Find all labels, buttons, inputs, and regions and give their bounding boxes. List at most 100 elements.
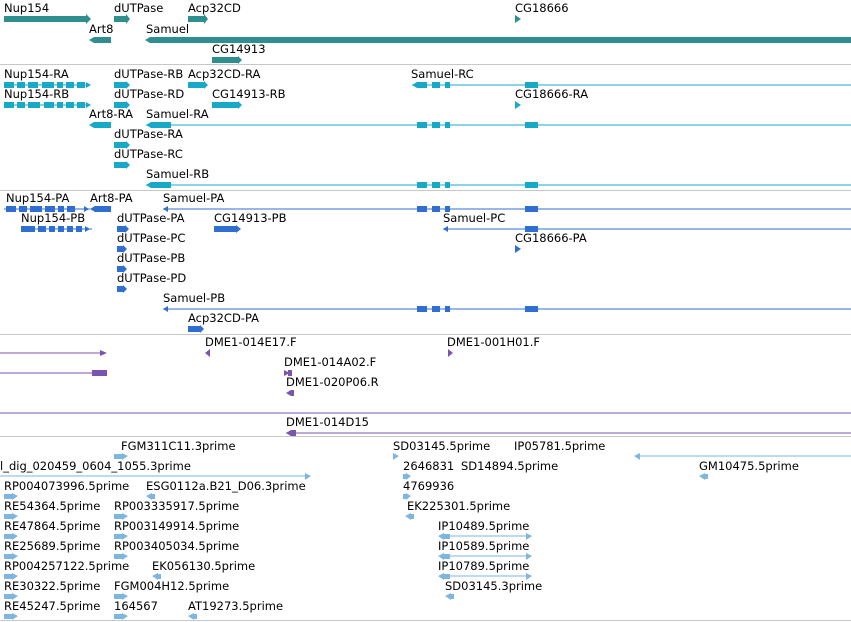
read-label-ip05781: IP05781.5prime — [514, 439, 606, 453]
transcript-label-dutpase-rc: dUTPase-RC — [114, 147, 183, 161]
protein-label-dutpase-pc: dUTPase-PC — [117, 231, 186, 245]
read-feature-164567[interactable] — [114, 613, 128, 620]
protein-feature-samuel-pc[interactable] — [443, 226, 851, 232]
transcript-feature-samuel-ra[interactable] — [146, 122, 851, 128]
transcript-feature-art8-ra[interactable] — [89, 122, 111, 128]
est-label-dme1-001h01-f: DME1-001H01.F — [447, 335, 541, 349]
read-label-esg0112a: ESG0112a.B21_D06.3prime — [146, 479, 306, 493]
read-feature-ip10589[interactable] — [438, 553, 532, 560]
protein-feature-nup154-pb[interactable] — [21, 226, 92, 232]
read-feature-sd03145-5[interactable] — [393, 453, 399, 460]
protein-feature-dutpase-pa[interactable] — [117, 225, 129, 233]
read-feature-re25689[interactable] — [4, 553, 18, 560]
gene-track — [4, 14, 851, 64]
track-separator — [0, 620, 851, 621]
read-label-gm10475: GM10475.5prime — [699, 459, 799, 473]
read-feature-rp004073996[interactable] — [4, 493, 18, 500]
est-feature-dme1-020p06-r[interactable] — [286, 390, 294, 396]
read-feature-4769936[interactable] — [403, 493, 411, 500]
protein-feature-acp32cd-pa[interactable] — [188, 325, 204, 333]
gene-feature-cg14913[interactable] — [212, 56, 242, 64]
protein-label-samuel-pb: Samuel-PB — [163, 291, 226, 305]
transcript-label-samuel-rb: Samuel-RB — [146, 167, 210, 181]
read-label-re45247: RE45247.5prime — [4, 599, 101, 613]
protein-feature-cg14913-pb[interactable] — [214, 225, 241, 233]
gene-label-cg14913: CG14913 — [212, 42, 266, 56]
read-feature-re47864[interactable] — [4, 533, 18, 540]
transcript-label-art8-ra: Art8-RA — [89, 107, 133, 121]
gene-label-acp32cd: Acp32CD — [188, 1, 241, 15]
protein-feature-art8-pa[interactable] — [90, 206, 111, 212]
read-feature-gm10475[interactable] — [699, 473, 708, 480]
read-feature-ip10789[interactable] — [438, 573, 532, 580]
read-feature-ip05781[interactable] — [634, 453, 851, 460]
read-label-rp004073996: RP004073996.5prime — [4, 479, 130, 493]
read-feature-rp003405034[interactable] — [114, 553, 128, 560]
track-separator — [0, 64, 851, 65]
est-feature-dme1-014a02-f[interactable] — [284, 370, 292, 376]
read-label-fgm004h12: FGM004H12.5prime — [114, 579, 230, 593]
transcript-feature-acp32cd-ra[interactable] — [188, 81, 208, 89]
read-feature-rp003149914[interactable] — [114, 533, 128, 540]
read-feature-l-dig[interactable] — [0, 473, 311, 480]
transcript-feature-samuel-rc[interactable] — [412, 82, 851, 88]
track-separator — [0, 334, 851, 335]
protein-feature-dutpase-pd[interactable] — [117, 285, 127, 293]
read-feature-sd03145-3[interactable] — [445, 593, 454, 600]
transcript-feature-cg14913-rb[interactable] — [212, 101, 242, 109]
protein-label-nup154-pa: Nup154-PA — [6, 191, 70, 205]
protein-feature-samuel-pa[interactable] — [163, 206, 851, 212]
est-feature-left-1[interactable] — [0, 350, 107, 356]
read-feature-esg0112a[interactable] — [146, 493, 155, 500]
gene-feature-dutpase[interactable] — [114, 14, 130, 24]
est-feature-dme1-014e17-f[interactable] — [205, 349, 210, 357]
read-label-ek225301: EK225301.5prime — [407, 499, 511, 513]
gene-label-cg18666: CG18666 — [515, 1, 569, 15]
transcript-feature-nup154-rb[interactable] — [4, 102, 91, 108]
transcript-label-samuel-ra: Samuel-RA — [146, 107, 209, 121]
read-label-sd03145-3: SD03145.3prime — [445, 579, 543, 593]
gene-feature-cg18666[interactable] — [515, 15, 521, 23]
transcript-feature-dutpase-rb[interactable] — [114, 81, 130, 89]
transcript-feature-dutpase-rd[interactable] — [114, 101, 130, 109]
gene-feature-art8[interactable] — [89, 37, 111, 43]
protein-feature-samuel-pb[interactable] — [163, 306, 851, 312]
read-feature-re54364[interactable] — [4, 513, 18, 520]
read-feature-ek056130[interactable] — [152, 573, 161, 580]
protein-track — [4, 206, 851, 333]
read-feature-fgm311c11[interactable] — [114, 453, 128, 460]
gene-feature-nup154[interactable] — [4, 14, 91, 24]
read-feature-re45247[interactable] — [4, 613, 18, 620]
est-label-dme1-014e17-f: DME1-014E17.F — [205, 335, 297, 349]
protein-feature-nup154-pa[interactable] — [4, 206, 90, 212]
read-label-re47864: RE47864.5prime — [4, 519, 101, 533]
read-label-rp004257122: RP004257122.5prime — [4, 559, 130, 573]
read-feature-ek225301[interactable] — [405, 513, 414, 520]
protein-feature-dutpase-pb[interactable] — [117, 265, 127, 273]
read-feature-rp004257122[interactable] — [4, 573, 18, 580]
read-feature-rp003335917[interactable] — [114, 513, 128, 520]
est-feature-dme1-014d15[interactable] — [286, 430, 851, 436]
read-feature-at19273[interactable] — [188, 613, 197, 620]
read-feature-2646831[interactable] — [403, 473, 411, 480]
gene-feature-samuel[interactable] — [145, 37, 851, 43]
transcript-feature-nup154-ra[interactable] — [4, 82, 91, 88]
protein-feature-dutpase-pc[interactable] — [117, 245, 127, 253]
est-feature-dme1-001h01-f[interactable] — [448, 349, 453, 357]
transcript-feature-samuel-rb[interactable] — [146, 182, 851, 188]
read-feature-re30322[interactable] — [4, 593, 18, 600]
read-label-rp003405034: RP003405034.5prime — [114, 539, 240, 553]
est-label-dme1-020p06-r: DME1-020P06.R — [286, 375, 379, 389]
est-feature-left-2[interactable] — [0, 370, 107, 376]
read-feature-fgm004h12[interactable] — [114, 593, 128, 600]
transcript-feature-dutpase-rc[interactable] — [114, 161, 130, 169]
gene-label-nup154: Nup154 — [4, 1, 50, 15]
gene-feature-acp32cd[interactable] — [188, 14, 208, 24]
transcript-feature-dutpase-ra[interactable] — [114, 141, 130, 149]
gene-label-art8: Art8 — [89, 22, 114, 36]
protein-feature-cg18666-pa[interactable] — [515, 245, 521, 253]
transcript-feature-cg18666-ra[interactable] — [515, 101, 521, 109]
read-feature-ip10489[interactable] — [438, 533, 532, 540]
protein-label-nup154-pb: Nup154-PB — [21, 211, 86, 225]
read-label-rp003335917: RP003335917.5prime — [114, 499, 240, 513]
